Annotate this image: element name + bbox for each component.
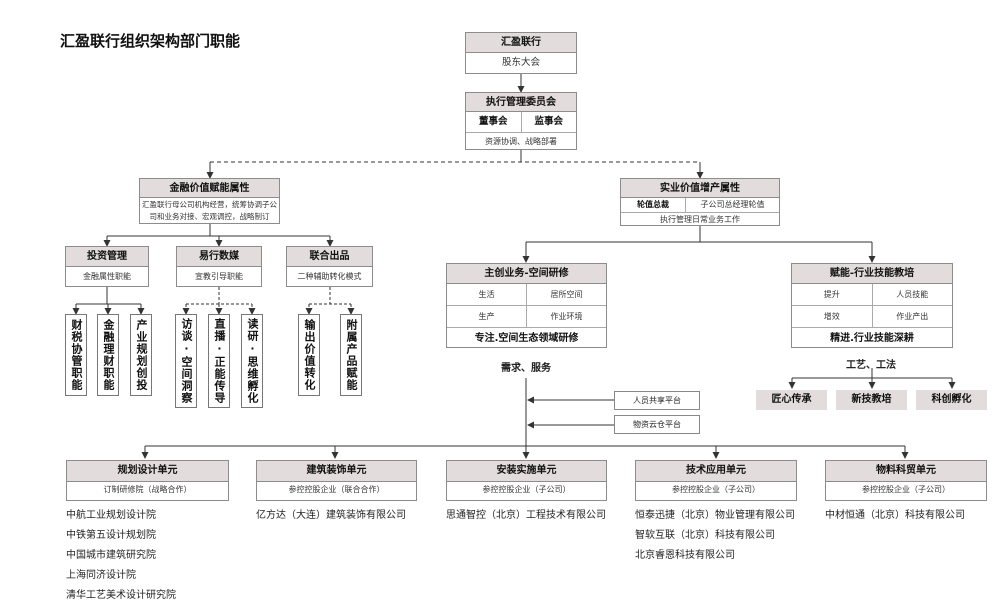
unit-building-decoration: 建筑装饰单元 参控控股企业（联合合作）	[256, 460, 417, 501]
page-title: 汇盈联行组织架构部门职能	[60, 32, 241, 50]
platform-materials: 物资云仓平台	[614, 415, 700, 434]
item-livestream: 直播·正能传导	[208, 314, 230, 408]
rotating-president: 轮值总裁	[621, 198, 686, 212]
program-craftsmanship: 匠心传承	[756, 390, 827, 410]
group-media-box: 易行数媒 宣教引导职能	[176, 246, 262, 287]
top-company-box: 汇盈联行 股东大会	[465, 32, 577, 74]
item-industry-venture: 产业规划创投	[130, 314, 152, 396]
group-coproduction-name: 联合出品	[287, 247, 372, 267]
company-list-item: 上海同济设计院	[66, 570, 136, 581]
unit-building-decoration-name: 建筑装饰单元	[257, 461, 416, 482]
company-list-item: 思通智控（北京）工程技术有限公司	[446, 510, 606, 521]
industry-branch-desc: 执行管理日常业务工作	[660, 215, 740, 224]
finance-branch-desc-1: 汇盈联行母公司机构经营，统筹协调子公	[142, 200, 277, 209]
top-company-sub: 股东大会	[501, 57, 540, 68]
group-coproduction-desc: 二种辅助转化模式	[297, 272, 362, 281]
enable-footer: 精进.行业技能深耕	[830, 333, 914, 344]
board-of-supervisors: 监事会	[534, 116, 563, 127]
item-financial-planning: 金融理财职能	[97, 314, 119, 396]
unit-technology-name: 技术应用单元	[636, 461, 796, 482]
top-company-name: 汇盈联行	[466, 33, 576, 53]
group-media-desc: 宣教引导职能	[195, 272, 243, 281]
exec-committee-box: 执行管理委员会 董事会 监事会 资源协调、战略部署	[465, 92, 577, 150]
item-interview-insight: 访谈·空间洞察	[175, 314, 197, 408]
exec-committee-name: 执行管理委员会	[466, 93, 576, 112]
group-coproduction-box: 联合出品 二种辅助转化模式	[286, 246, 373, 287]
company-list-item: 恒泰迅捷（北京）物业管理有限公司	[635, 510, 795, 521]
finance-branch-desc-2: 司和业务对接、宏观调控，战略制订	[149, 212, 270, 221]
program-innovation: 科创孵化	[916, 390, 987, 410]
company-list-item: 清华工艺美术设计研究院	[66, 590, 176, 601]
company-list-item: 中铁第五设计规划院	[66, 530, 156, 541]
exec-committee-desc: 资源协调、战略部署	[485, 137, 557, 146]
unit-technology: 技术应用单元 参控控股企业（子公司）	[635, 460, 797, 501]
program-new-skills: 新技教培	[836, 390, 907, 410]
item-tax-management: 财税协管职能	[65, 314, 87, 396]
main-business-footer: 专注.空间生态领域研修	[474, 333, 579, 344]
subsidiary-gm-rotation: 子公司总经理轮值	[700, 200, 765, 209]
unit-planning-design-sub: 订制研修院（战略合作）	[103, 485, 192, 494]
finance-branch-name: 金融价值赋能属性	[140, 179, 279, 198]
enable-cell-efficiency: 增效	[792, 306, 873, 327]
main-cell-residence: 居所空间	[550, 290, 583, 299]
main-business-name: 主创业务-空间研修	[447, 264, 606, 284]
company-list-item: 中航工业规划设计院	[66, 510, 156, 521]
group-investment-box: 投资管理 金融属性职能	[65, 246, 149, 287]
unit-installation-sub: 参控控股企业（子公司）	[482, 485, 571, 494]
company-list-item: 北京睿恩科技有限公司	[635, 550, 735, 561]
unit-materials-trade-name: 物料科贸单元	[826, 461, 986, 482]
unit-building-decoration-sub: 参控控股企业（联合合作）	[288, 485, 385, 494]
enable-cell-improve: 提升	[792, 284, 873, 305]
group-investment-name: 投资管理	[66, 247, 148, 267]
item-value-output: 输出价值转化	[298, 314, 320, 396]
group-media-name: 易行数媒	[177, 247, 261, 267]
industry-branch-box: 实业价值增产属性 轮值总裁 子公司总经理轮值 执行管理日常业务工作	[620, 178, 780, 226]
unit-materials-trade-sub: 参控控股企业（子公司）	[862, 485, 950, 494]
enable-below: 工艺、工法	[846, 360, 896, 371]
company-list-item: 亿方达（大连）建筑装饰有限公司	[256, 510, 406, 521]
main-business-box: 主创业务-空间研修 生活 居所空间 生产 作业环境 专注.空间生态领域研修	[446, 263, 607, 348]
item-research-incubation: 读研·思维孵化	[241, 314, 263, 408]
company-list-item: 中材恒通（北京）科技有限公司	[825, 510, 965, 521]
board-of-directors: 董事会	[466, 112, 522, 132]
main-cell-workplace: 作业环境	[550, 312, 583, 321]
enable-cell-output: 作业产出	[896, 312, 929, 321]
enable-box: 赋能-行业技能教培 提升 人员技能 增效 作业产出 精进.行业技能深耕	[791, 263, 953, 348]
main-business-below: 需求、服务	[501, 363, 551, 374]
platform-personnel: 人员共享平台	[614, 391, 700, 410]
unit-planning-design: 规划设计单元 订制研修院（战略合作）	[66, 460, 229, 501]
industry-branch-name: 实业价值增产属性	[621, 179, 779, 198]
unit-installation: 安装实施单元 参控控股企业（子公司）	[446, 460, 607, 501]
company-list-item: 中国城市建筑研究院	[66, 550, 156, 561]
finance-branch-box: 金融价值赋能属性 汇盈联行母公司机构经营，统筹协调子公 司和业务对接、宏观调控，…	[139, 178, 280, 224]
unit-installation-name: 安装实施单元	[447, 461, 606, 482]
unit-technology-sub: 参控控股企业（子公司）	[672, 485, 760, 494]
company-list-item: 智软互联（北京）科技有限公司	[635, 530, 775, 541]
item-product-empower: 附属产品赋能	[340, 314, 362, 396]
enable-cell-skills: 人员技能	[896, 290, 929, 299]
unit-materials-trade: 物料科贸单元 参控控股企业（子公司）	[825, 460, 987, 501]
enable-name: 赋能-行业技能教培	[792, 264, 952, 284]
main-cell-life: 生活	[447, 284, 527, 305]
main-cell-production: 生产	[447, 306, 527, 327]
unit-planning-design-name: 规划设计单元	[67, 461, 228, 482]
group-investment-desc: 金融属性职能	[83, 272, 131, 281]
